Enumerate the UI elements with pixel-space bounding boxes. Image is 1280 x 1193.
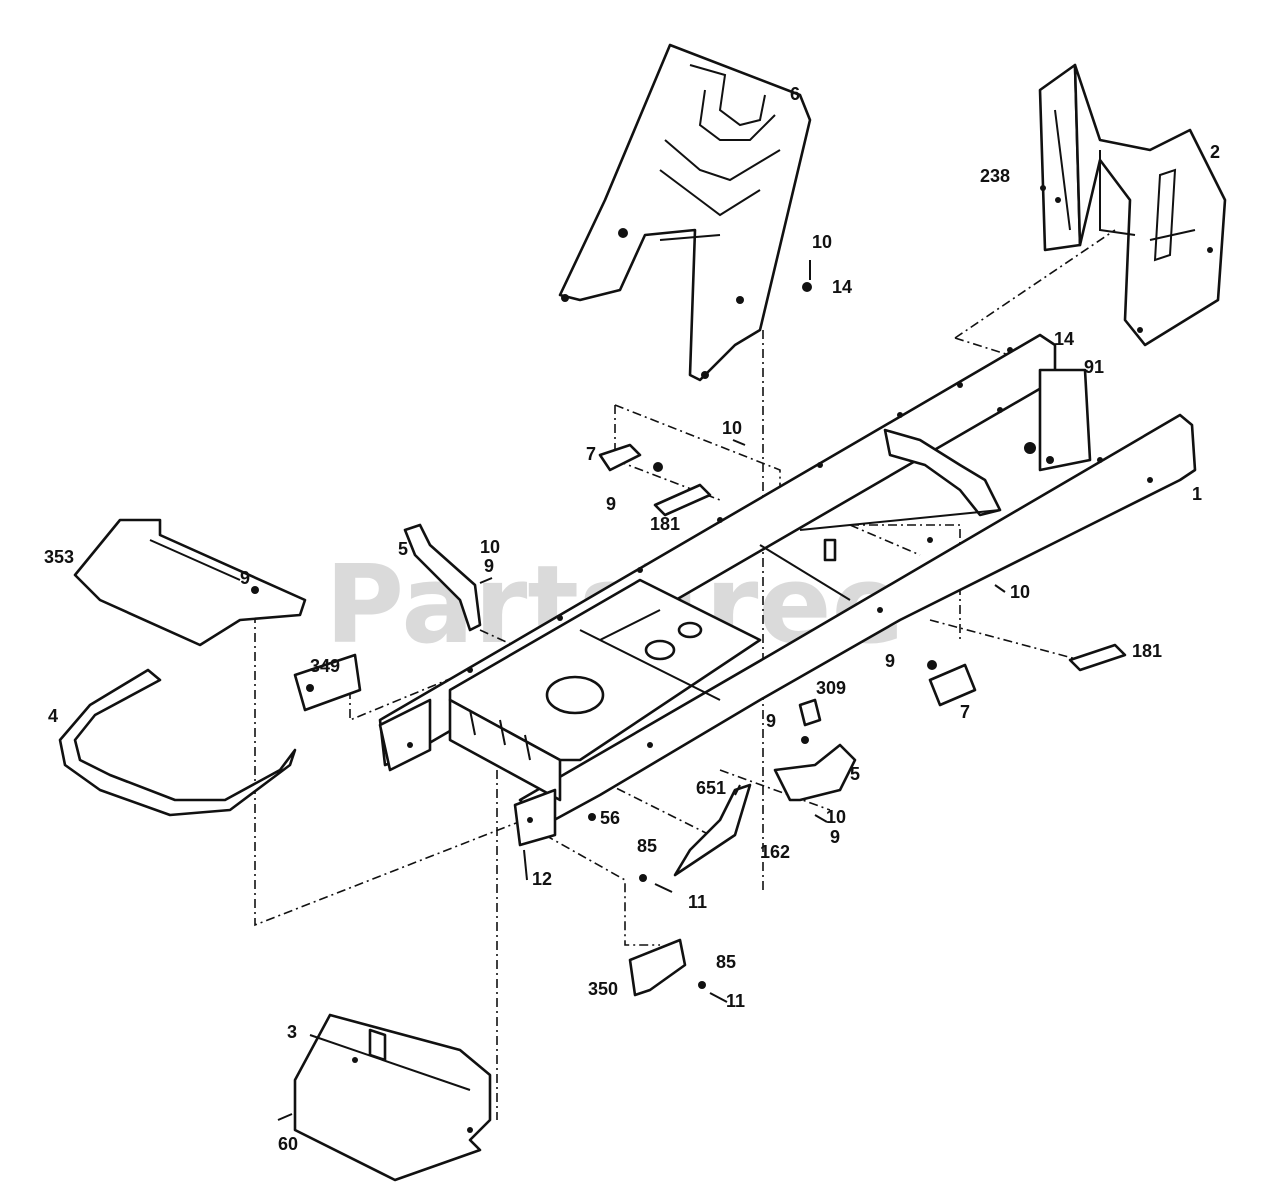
bolt-10-left[interactable]: [479, 577, 493, 584]
rear-bracket-part-2[interactable]: [1038, 63, 1227, 347]
label-10-bottom: 10: [826, 807, 846, 827]
callout-labels: 6 2 238 10 14 14 91 10 7 9 181 1 353 5 1…: [44, 84, 1220, 1154]
label-9-right: 9: [885, 651, 895, 671]
label-5-left: 5: [398, 539, 408, 559]
label-5-right: 5: [850, 764, 860, 784]
label-651: 651: [696, 778, 726, 798]
label-10-right: 10: [1010, 582, 1030, 602]
nut-14-top[interactable]: [802, 282, 812, 292]
bolt-238[interactable]: [1040, 185, 1046, 191]
label-12: 12: [532, 869, 552, 889]
bolt-11-top[interactable]: [654, 883, 673, 893]
label-14-rear: 14: [1054, 329, 1074, 349]
main-frame-part-1[interactable]: [378, 333, 1197, 847]
label-181-right: 181: [1132, 641, 1162, 661]
label-162: 162: [760, 842, 790, 862]
label-9-bottom: 9: [830, 827, 840, 847]
label-181-left: 181: [650, 514, 680, 534]
nut-14-rear[interactable]: [1024, 442, 1036, 454]
label-14-top: 14: [832, 277, 852, 297]
nut-85-bottom[interactable]: [698, 981, 706, 989]
dash-panel-part-6[interactable]: [558, 43, 812, 382]
label-238: 238: [980, 166, 1010, 186]
nut-9-309[interactable]: [801, 736, 809, 744]
bolt-60[interactable]: [277, 1113, 293, 1121]
label-11-bottom: 11: [726, 991, 745, 1011]
label-9-bumper: 9: [240, 568, 250, 588]
label-4: 4: [48, 706, 58, 726]
label-10-top: 10: [812, 232, 832, 252]
bolt-10-right[interactable]: [994, 584, 1006, 593]
front-tray-part-3[interactable]: [293, 1013, 492, 1182]
nut-9-left[interactable]: [653, 462, 663, 472]
screw-651[interactable]: [734, 784, 741, 796]
clip-part-7-right[interactable]: [928, 663, 977, 707]
hardware: [251, 185, 1054, 1121]
nut-85-top[interactable]: [639, 874, 647, 882]
clip-part-7-left[interactable]: [598, 443, 642, 472]
label-9-309: 9: [766, 711, 776, 731]
label-1: 1: [1192, 484, 1202, 504]
clip-309[interactable]: [798, 698, 822, 727]
nut-9-right[interactable]: [927, 660, 937, 670]
bracket-part-350[interactable]: [628, 938, 687, 997]
nut-9-bumper[interactable]: [251, 586, 259, 594]
bumper-plate-part-353[interactable]: [73, 518, 307, 647]
label-9-left2: 9: [484, 556, 494, 576]
nut-56[interactable]: [588, 813, 596, 821]
brace-part-5-left[interactable]: [403, 523, 482, 632]
bracket-part-349[interactable]: [293, 653, 362, 712]
label-56: 56: [600, 808, 620, 828]
label-349: 349: [310, 656, 340, 676]
label-60: 60: [278, 1134, 298, 1154]
label-11-top: 11: [688, 892, 707, 912]
label-6: 6: [790, 84, 800, 104]
label-7-right: 7: [960, 702, 970, 722]
bolt-10-mid[interactable]: [732, 439, 746, 446]
label-10-mid: 10: [722, 418, 742, 438]
label-2: 2: [1210, 142, 1220, 162]
label-353: 353: [44, 547, 74, 567]
strip-part-181-left[interactable]: [653, 483, 712, 517]
pin-12[interactable]: [523, 849, 528, 881]
bolt-10-bottom[interactable]: [814, 814, 828, 823]
label-9-left: 9: [606, 494, 616, 514]
bolt-11-bottom[interactable]: [709, 992, 728, 1003]
label-350: 350: [588, 979, 618, 999]
label-85-top: 85: [637, 836, 657, 856]
label-91: 91: [1084, 357, 1104, 377]
label-7-left: 7: [586, 444, 596, 464]
label-309: 309: [816, 678, 846, 698]
front-bumper-part-4[interactable]: [58, 668, 297, 817]
strip-part-181-right[interactable]: [1068, 643, 1127, 672]
brace-part-5-right[interactable]: [773, 743, 857, 802]
plate-part-162[interactable]: [673, 783, 752, 877]
label-10-left: 10: [480, 537, 500, 557]
label-85-bottom: 85: [716, 952, 736, 972]
washer-91[interactable]: [1046, 456, 1054, 464]
label-3: 3: [287, 1022, 297, 1042]
